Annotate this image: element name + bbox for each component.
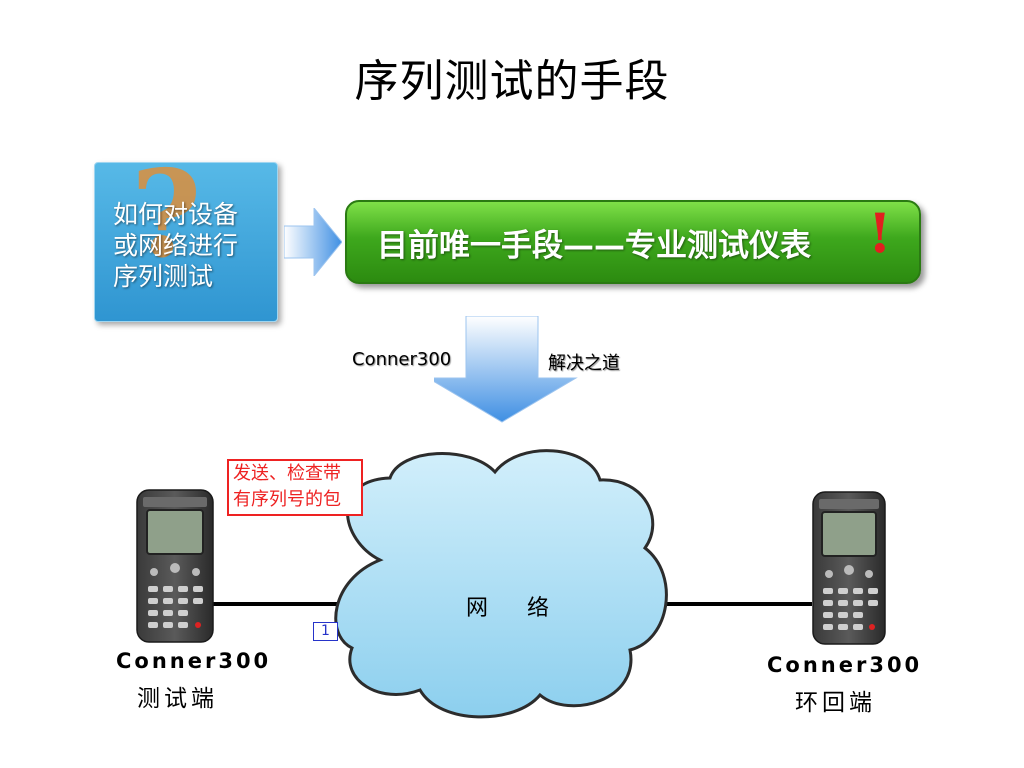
arrow-right-icon (284, 208, 342, 276)
left-tester-device-icon (136, 489, 214, 643)
answer-bar: 目前唯一手段——专业测试仪表 (345, 200, 921, 284)
question-line: 或网络进行 (113, 231, 239, 260)
solution-label: 解决之道 (548, 353, 620, 374)
right-loopback-device-icon (812, 491, 886, 645)
arrow-down-icon (434, 316, 578, 423)
packet-sequence-badge: 1 (313, 622, 338, 641)
question-line: 如何对设备 (113, 200, 239, 229)
question-line: 序列测试 (113, 262, 214, 291)
left-device-name: Conner300 (116, 649, 272, 673)
packet-callout: 发送、检查带 有序列号的包 (227, 459, 363, 516)
question-box: ? 如何对设备 或网络进行 序列测试 (94, 162, 278, 322)
exclamation-icon: ! (868, 201, 892, 265)
question-mark-icon: ? (131, 162, 202, 285)
answer-text: 目前唯一手段——专业测试仪表 (377, 228, 811, 264)
network-cloud-icon (334, 449, 668, 719)
callout-line: 有序列号的包 (233, 489, 341, 510)
question-text: 如何对设备 或网络进行 序列测试 (113, 199, 273, 292)
right-device-name: Conner300 (767, 653, 923, 677)
right-device-role: 环回端 (795, 690, 876, 716)
left-device-role: 测试端 (137, 686, 218, 712)
network-label: 网 络 (466, 596, 565, 621)
callout-line: 发送、检查带 (233, 463, 341, 484)
solution-product-label: Conner300 (352, 349, 452, 370)
page-title: 序列测试的手段 (354, 56, 670, 107)
